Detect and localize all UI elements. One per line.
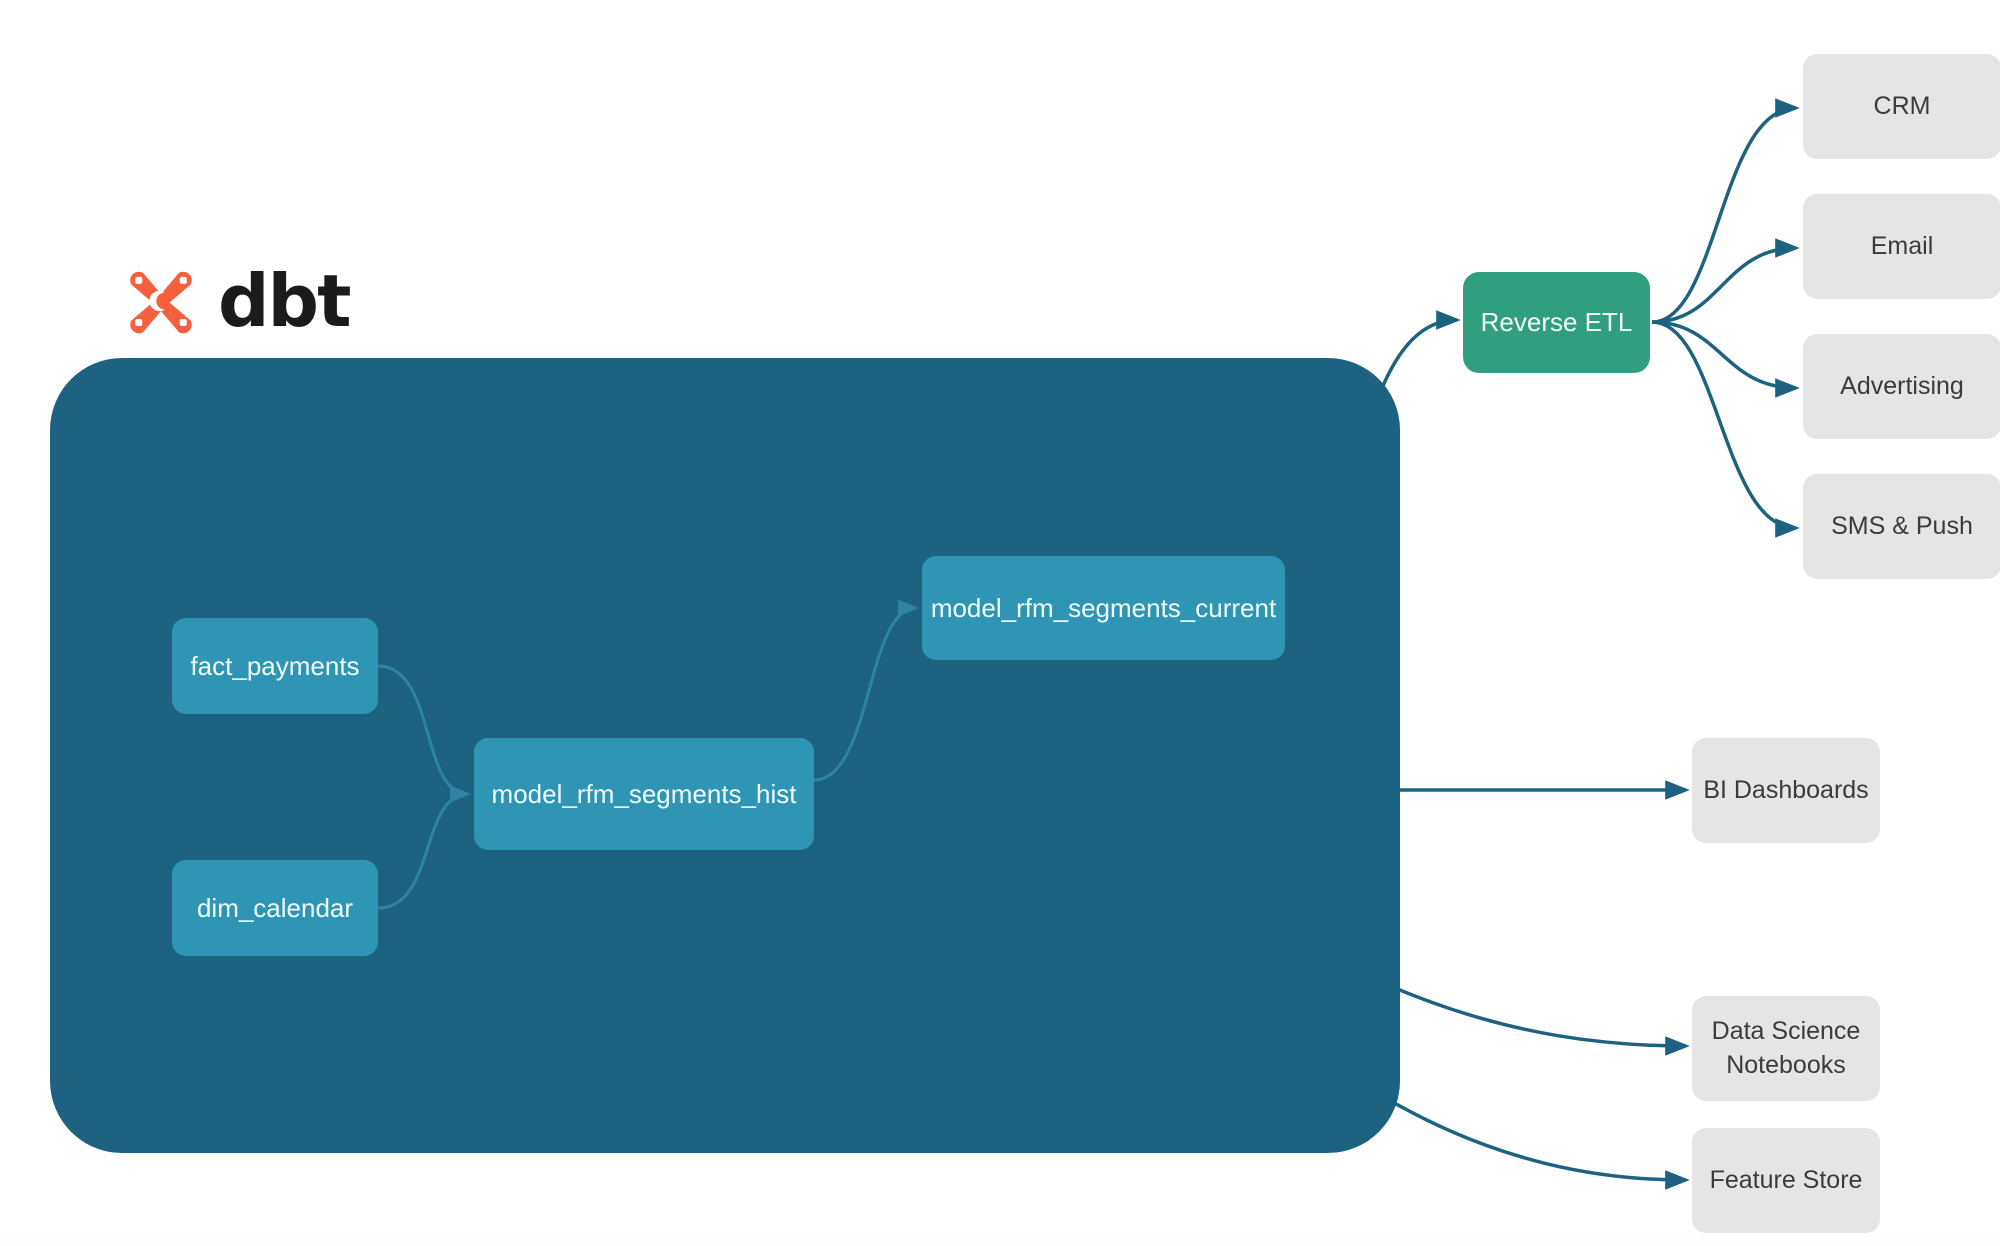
destination-label: Advertising (1840, 371, 1964, 400)
edge-reverse-etl-to-email (1651, 238, 1800, 324)
reverse-etl-node[interactable]: Reverse ETL (1463, 272, 1650, 373)
destination-label: BI Dashboards (1703, 775, 1869, 804)
model-node-fact-payments[interactable]: fact_payments (172, 618, 378, 714)
destination-label: SMS & Push (1831, 511, 1973, 540)
destination-node-feature-store[interactable]: Feature Store (1692, 1128, 1880, 1233)
destination-label: Email (1870, 231, 1934, 260)
destination-label: Feature Store (1709, 1165, 1863, 1194)
destination-label: CRM (1873, 91, 1931, 120)
destination-node-crm[interactable]: CRM (1803, 54, 2000, 159)
edge-reverse-etl-to-crm (1651, 98, 1800, 324)
dbt-wordmark: dbt (218, 259, 351, 343)
edge-reverse-etl-to-sms-push (1651, 320, 1800, 538)
destination-node-bi-dashboards[interactable]: BI Dashboards (1692, 738, 1880, 843)
model-node-label: dim_calendar (196, 892, 354, 923)
destination-node-advertising[interactable]: Advertising (1803, 334, 2000, 439)
model-node-model-rfm-segments-current[interactable]: model_rfm_segments_current (922, 556, 1285, 660)
destination-node-email[interactable]: Email (1803, 194, 2000, 299)
reverse-etl-label: Reverse ETL (1480, 307, 1633, 337)
destination-node-sms-push[interactable]: SMS & Push (1803, 474, 2000, 579)
model-node-label: model_rfm_segments_current (930, 592, 1277, 623)
dbt-logo: dbt (122, 259, 351, 343)
dbt-x-mark-icon (130, 271, 192, 334)
bottom-fade-divider (0, 1232, 2000, 1246)
model-node-label: fact_payments (190, 650, 360, 681)
model-node-dim-calendar[interactable]: dim_calendar (172, 860, 378, 956)
destination-node-data-science-notebooks[interactable]: Data Science Notebooks (1692, 996, 1880, 1101)
model-node-model-rfm-segments-hist[interactable]: model_rfm_segments_hist (474, 738, 814, 850)
model-node-label: model_rfm_segments_hist (491, 778, 797, 809)
edge-reverse-etl-to-advertising (1651, 320, 1800, 398)
destination-label: Data Science Notebooks (1711, 1016, 1861, 1079)
